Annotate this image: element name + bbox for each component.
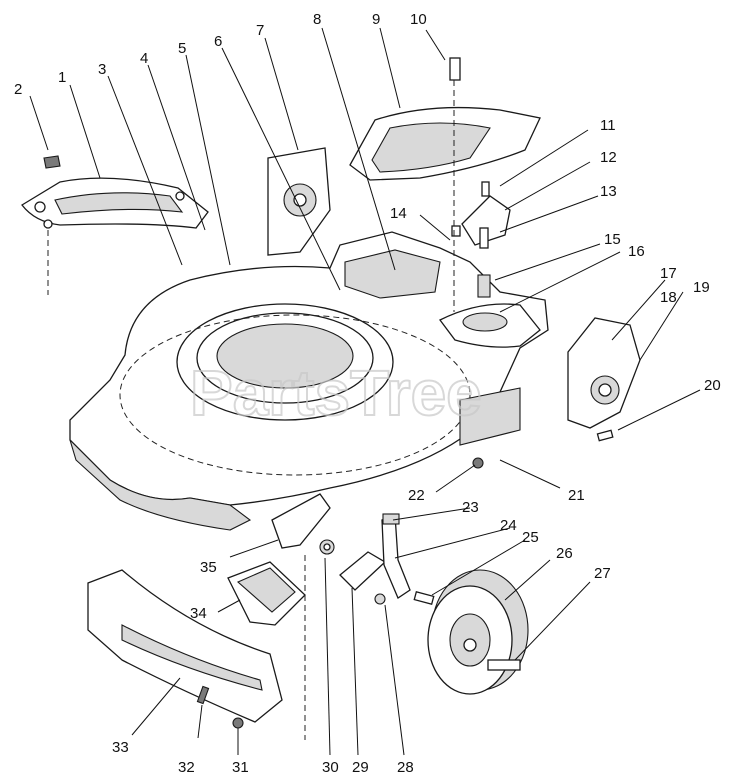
callout-12: 12 [600,149,617,166]
watermark-text: PartsTree [190,357,482,429]
link-plate-part [339,551,387,591]
callout-32: 32 [178,759,195,776]
bolt-part [449,57,461,81]
callout-15: 15 [604,231,621,248]
callout-25: 25 [522,529,539,546]
washer-part [319,539,335,555]
leader-lines [29,27,701,756]
handle-bracket-part [267,147,331,256]
rear-deflector-part [21,177,209,229]
spacer-stack-part [451,181,511,298]
callout-30: 30 [322,759,339,776]
washer-28-part [374,593,386,605]
callout-5: 5 [178,40,186,57]
callout-24: 24 [500,517,517,534]
callout-20: 20 [704,377,721,394]
mower-deck-part [69,231,549,531]
callout-1: 1 [58,69,66,86]
callout-16: 16 [628,243,645,260]
callout-29: 29 [352,759,369,776]
screw-part [196,685,244,729]
top-deflector-part [349,106,541,181]
callout-4: 4 [140,50,148,67]
callout-33: 33 [112,739,129,756]
axle-bolt-part [487,659,521,671]
side-skirt-part [87,569,283,723]
nut-part [43,155,61,169]
adjuster-lever-part [271,493,331,549]
height-adjuster-plate-part [567,317,641,429]
callout-19: 19 [693,279,710,296]
callout-7: 7 [256,22,264,39]
callout-6: 6 [214,33,222,50]
bolt-20-part [596,429,614,442]
assembly-lines [47,80,455,740]
callout-10: 10 [410,11,427,28]
callout-labels: 1 2 3 4 5 6 7 8 9 10 11 12 13 14 15 16 1… [14,11,721,776]
callout-31: 31 [232,759,249,776]
callout-8: 8 [313,11,321,28]
callout-34: 34 [190,605,207,622]
callout-17: 17 [660,265,677,282]
callout-28: 28 [397,759,414,776]
callout-14: 14 [390,205,407,222]
axle-bracket-part [381,513,411,599]
callout-11: 11 [600,117,616,134]
bolt-25-part [413,591,435,605]
callout-3: 3 [98,61,106,78]
callout-18: 18 [660,289,677,306]
callout-23: 23 [462,499,479,516]
callout-35: 35 [200,559,217,576]
callout-26: 26 [556,545,573,562]
callout-13: 13 [600,183,617,200]
callout-21: 21 [568,487,585,504]
callout-27: 27 [594,565,611,582]
nut-22-part [472,457,484,469]
callout-2: 2 [14,81,22,98]
callout-9: 9 [372,11,380,28]
cup-part [227,561,306,626]
callout-22: 22 [408,487,425,504]
